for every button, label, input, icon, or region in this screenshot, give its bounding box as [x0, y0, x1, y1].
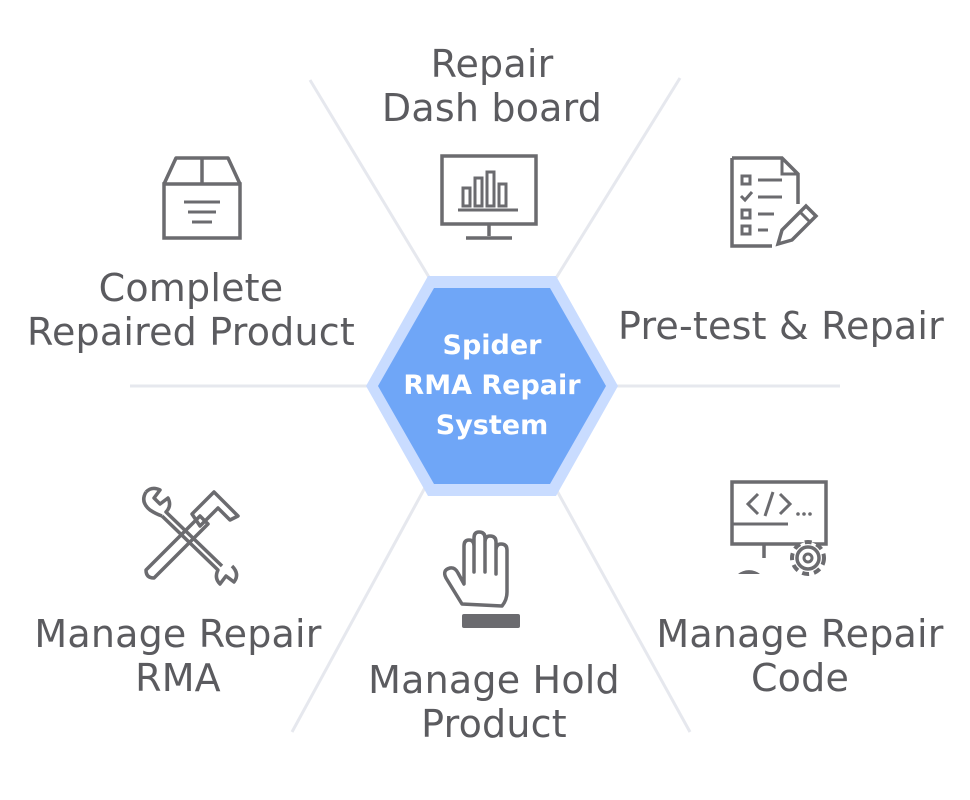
hub-title-line1: Spider	[442, 330, 542, 361]
checklist-pencil-icon	[726, 152, 822, 252]
spoke-top-right	[533, 77, 682, 313]
wrench-hammer-icon	[138, 484, 246, 588]
node-hold-product-label: Manage Hold Product	[362, 658, 626, 746]
code-monitor-gear-icon	[728, 476, 834, 584]
node-repair-code-label: Manage Repair Code	[650, 612, 950, 700]
node-dashboard-line2: Dash board	[381, 86, 603, 130]
node-pretest-line1: Pre-test & Repair	[618, 304, 944, 348]
node-pretest-label: Pre-test & Repair	[618, 304, 944, 348]
node-repair-rma-line2: RMA	[135, 656, 221, 700]
hub-title: Spider RMA Repair System	[392, 326, 592, 446]
hand-stop-icon	[440, 528, 530, 634]
node-dashboard-line1: Repair	[430, 42, 554, 86]
box-icon	[160, 154, 246, 244]
node-repair-rma-label: Manage Repair RMA	[28, 612, 328, 700]
node-repair-code-line2: Code	[750, 656, 850, 700]
node-complete-line2: Repaired Product	[27, 310, 355, 354]
node-hold-product-line2: Product	[421, 702, 567, 746]
node-dashboard-label: Repair Dash board	[372, 42, 612, 130]
hub-hexagon-inner	[378, 288, 606, 484]
node-repair-rma-line1: Manage Repair	[34, 612, 322, 656]
node-complete-label: Complete Repaired Product	[26, 266, 356, 354]
node-hold-product-line1: Manage Hold	[368, 658, 620, 702]
monitor-bar-chart-icon	[438, 150, 542, 248]
node-repair-code-line1: Manage Repair	[656, 612, 944, 656]
spoke-top-left	[308, 79, 452, 313]
spoke-bottom-right	[538, 459, 692, 733]
hub-title-line2: RMA Repair	[403, 370, 581, 401]
spoke-bottom-left	[290, 459, 442, 733]
node-complete-line1: Complete	[98, 266, 284, 310]
hub-title-line3: System	[435, 410, 549, 441]
